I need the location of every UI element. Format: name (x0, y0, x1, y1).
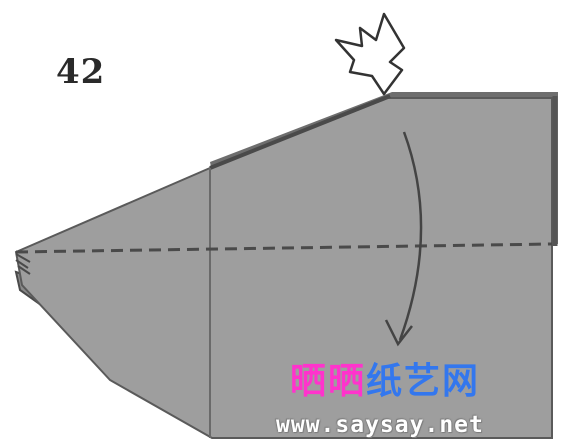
watermark-pink-text: 晒晒 (290, 361, 367, 402)
back-layer-edge (210, 92, 558, 244)
site-watermark: 晒晒纸艺网 (290, 352, 480, 404)
step-number: 42 (56, 52, 106, 92)
left-point-layers (15, 253, 31, 275)
fold-arrow-head (384, 319, 413, 347)
hollow-push-arrow-icon (334, 12, 406, 96)
valley-fold-line (15, 242, 553, 254)
curved-fold-arrow-icon (398, 131, 423, 341)
watermark-blue-text: 纸艺网 (366, 361, 481, 402)
watermark-url: www.saysay.net (276, 412, 484, 438)
top-layer-edge (209, 94, 391, 170)
